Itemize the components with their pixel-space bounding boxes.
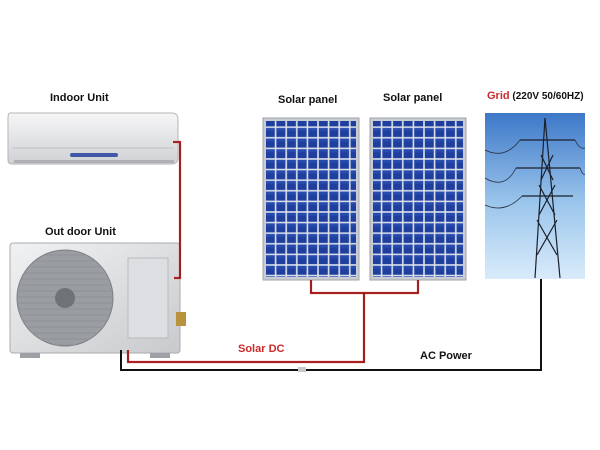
- solar-panel-2: [369, 117, 467, 281]
- solar-panel-2-label: Solar panel: [383, 92, 443, 104]
- wire-junction: [298, 367, 306, 372]
- outdoor-unit: [9, 242, 186, 358]
- grid-tower-image: [484, 113, 586, 279]
- solar-panel-1: [262, 117, 360, 281]
- ac-power-wiring: [120, 279, 542, 371]
- solar-dc-wiring-core: [127, 141, 419, 363]
- ac-power-label: AC Power: [420, 350, 472, 362]
- grid-label-spec: (220V 50/60HZ): [509, 91, 584, 102]
- indoor-unit: [7, 112, 179, 165]
- outdoor-unit-label: Out door Unit: [45, 226, 116, 238]
- grid-label: Grid (220V 50/60HZ): [487, 90, 584, 102]
- solar-panel-1-label: Solar panel: [278, 94, 338, 106]
- grid-label-word: Grid: [487, 90, 510, 102]
- solar-dc-label: Solar DC: [238, 343, 285, 355]
- indoor-unit-label: Indoor Unit: [50, 92, 109, 104]
